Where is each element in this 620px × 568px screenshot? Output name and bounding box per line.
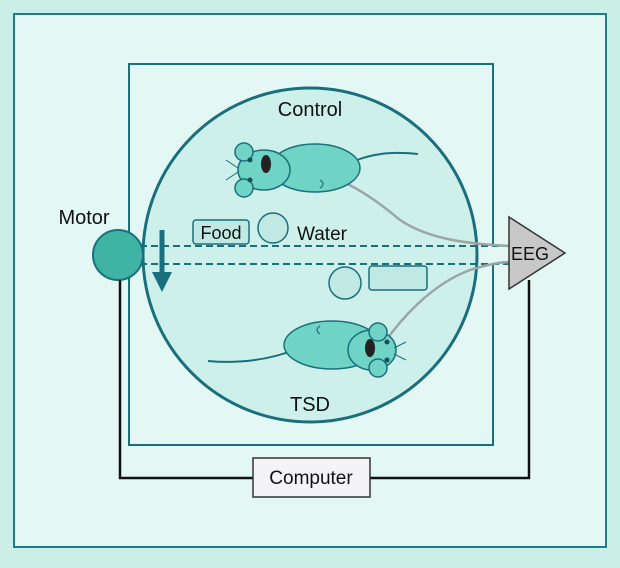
chamber — [141, 86, 479, 424]
tsd-label: TSD — [290, 394, 330, 416]
food-box — [192, 219, 250, 245]
eeg-computer-line — [370, 280, 531, 480]
motor-icon — [92, 229, 144, 281]
water-bottle — [257, 212, 289, 244]
water-bottle-tsd — [328, 266, 362, 300]
mouse-icon — [207, 320, 407, 378]
water-label: Water — [297, 224, 348, 245]
computer-box — [252, 457, 371, 498]
control-label: Control — [278, 99, 342, 121]
motor-label: Motor — [58, 207, 109, 229]
motor-computer-line — [118, 280, 253, 480]
arrow-down-icon — [152, 230, 172, 292]
eeg-amplifier-icon — [508, 215, 567, 291]
eeg-label: EEG — [511, 244, 549, 264]
mouse-icon — [225, 142, 419, 198]
food-label: Food — [200, 223, 241, 243]
computer-label: Computer — [269, 468, 353, 489]
food-box-tsd — [368, 265, 428, 291]
tsd-wire — [380, 260, 513, 347]
